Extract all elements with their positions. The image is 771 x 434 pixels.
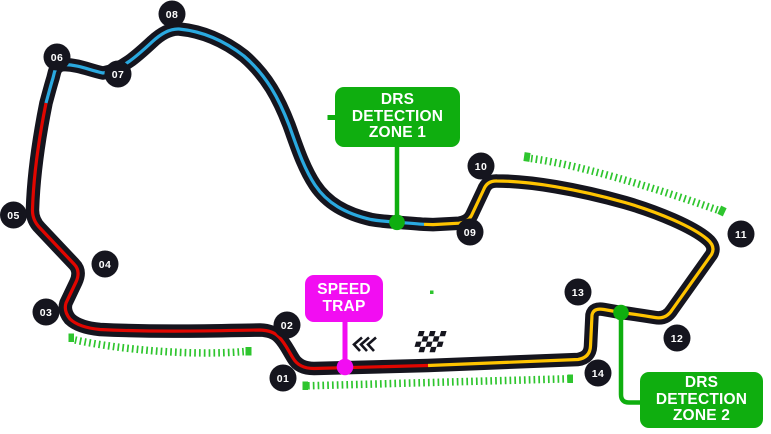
drs-dash-fragment [430, 290, 434, 294]
svg-text:12: 12 [671, 333, 683, 345]
drs-detection-point-2 [613, 304, 629, 321]
turn-marker-13: 13 [564, 278, 592, 306]
speed-trap-label: SPEED TRAP [305, 275, 383, 322]
sector-3-line [423, 179, 715, 368]
svg-text:07: 07 [112, 69, 124, 81]
turn-marker-02: 02 [273, 311, 301, 339]
speed-trap-point [336, 358, 354, 376]
svg-text:08: 08 [166, 9, 178, 21]
turn-marker-04: 04 [91, 250, 119, 278]
svg-text:13: 13 [572, 287, 584, 299]
sector-1-line [30, 102, 429, 371]
svg-text:10: 10 [475, 161, 487, 173]
drs-zone-hatching-3 [523, 152, 727, 217]
drs2-connector-line [618, 318, 642, 405]
drs-zone-hatching-1 [68, 333, 252, 357]
drs1-connector-stub [327, 115, 337, 120]
turn-marker-06: 06 [43, 43, 71, 71]
svg-text:06: 06 [51, 52, 63, 64]
turn-marker-08: 08 [158, 0, 186, 28]
svg-text:01: 01 [277, 373, 289, 385]
svg-text:09: 09 [464, 227, 476, 239]
drs-detection-point-1 [389, 214, 405, 231]
drs-zone-hatching-2 [302, 374, 573, 390]
svg-text:02: 02 [281, 320, 293, 332]
svg-text:14: 14 [592, 368, 604, 380]
svg-text:03: 03 [40, 307, 52, 319]
svg-text:05: 05 [7, 210, 19, 222]
svg-text:04: 04 [99, 259, 111, 271]
turn-marker-14: 14 [584, 359, 612, 387]
turn-marker-10: 10 [467, 152, 495, 180]
turn-marker-07: 07 [104, 60, 132, 88]
drs-detection-zone-1-label: DRS DETECTION ZONE 1 [335, 87, 460, 147]
turn-marker-12: 12 [663, 324, 691, 352]
checkered-flag-icon [414, 331, 447, 353]
turn-marker-11: 11 [727, 220, 755, 248]
drs-detection-zone-2-label: DRS DETECTION ZONE 2 [640, 372, 763, 428]
svg-text:11: 11 [735, 229, 747, 241]
turn-marker-05: 05 [0, 201, 27, 229]
turn-marker-09: 09 [456, 218, 484, 246]
direction-chevrons-icon [352, 336, 377, 352]
turn-marker-03: 03 [32, 298, 60, 326]
turn-marker-01: 01 [269, 364, 297, 392]
